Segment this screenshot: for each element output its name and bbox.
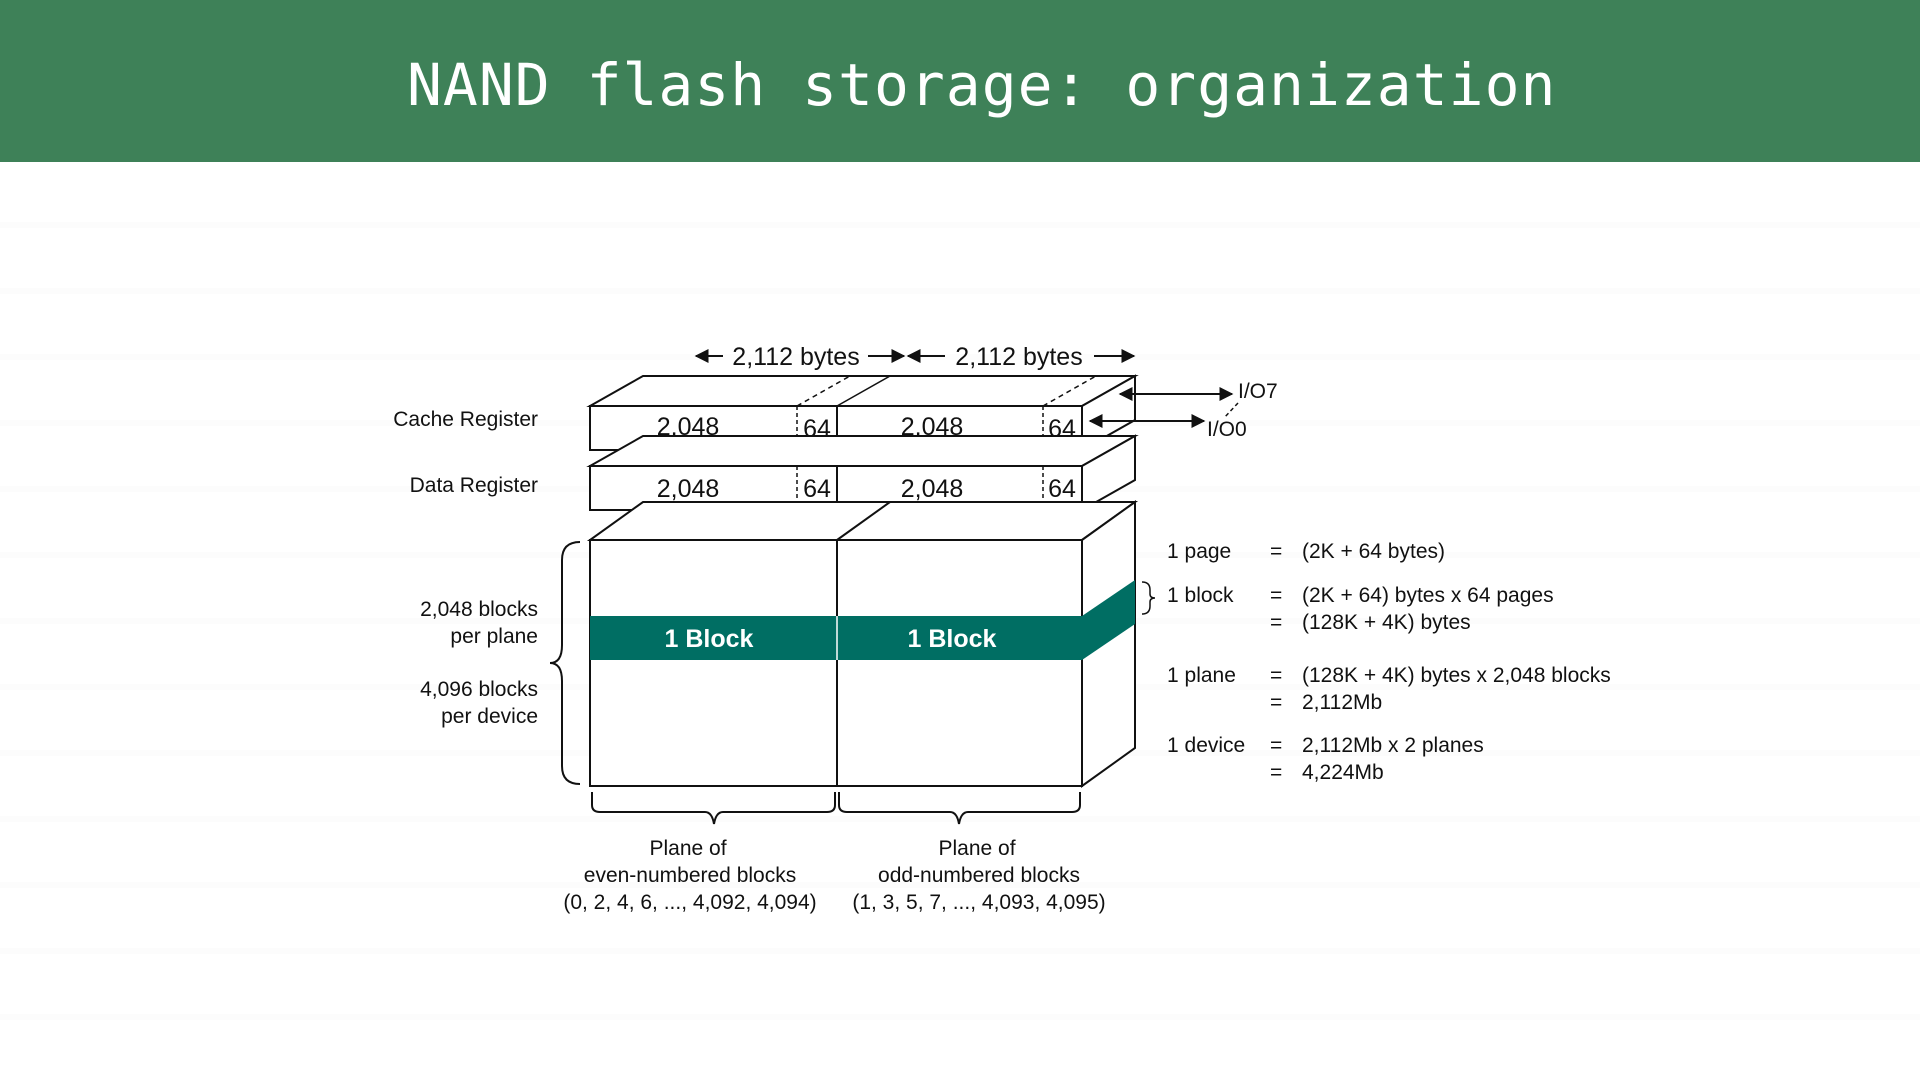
blocks-per-device-line: per device [441,705,538,728]
definition-value: 2,112Mb x 2 planes [1302,734,1484,757]
width-label-right: 2,112 bytes [955,343,1082,371]
odd-plane-line: (1, 3, 5, 7, ..., 4,093, 4,095) [852,891,1105,914]
equals-sign: = [1270,691,1282,714]
blocks-per-device-line: 4,096 blocks [420,678,538,701]
io7-label: I/O7 [1238,380,1278,403]
plane-brace-left: 2,048 blocks per plane 4,096 blocks per … [420,541,581,785]
definition-term: 1 plane [1167,664,1236,687]
equals-sign: = [1270,734,1282,757]
equals-sign: = [1270,611,1282,634]
io-lines: I/O7 I/O0 [1088,380,1278,441]
page-width-dimension: 2,112 bytes 2,112 bytes [694,343,1136,371]
blocks-per-plane-line: per plane [450,625,538,648]
definition-value: (128K + 4K) bytes x 2,048 blocks [1302,664,1611,687]
block-stripe: 1 Block 1 Block [590,580,1135,660]
definition-term: 1 device [1167,734,1245,757]
definition-term: 1 page [1167,540,1231,563]
equals-sign: = [1270,540,1282,563]
block-label-right: 1 Block [908,625,997,653]
plane-braces-bottom: Plane of even-numbered blocks (0, 2, 4, … [563,792,1106,914]
plane-array: 1 Block 1 Block [586,500,1139,788]
data-register-label: Data Register [410,474,538,497]
width-label-left: 2,112 bytes [732,343,859,371]
blocks-per-plane-line: 2,048 blocks [420,598,538,621]
odd-plane-line: odd-numbered blocks [878,864,1080,887]
block-label-left: 1 Block [665,625,754,653]
size-definitions: 1 page = (2K + 64 bytes) 1 block = (2K +… [1167,540,1611,784]
data-cell: 64 [1048,475,1076,503]
block-brace [1141,581,1156,615]
io0-label: I/O0 [1207,418,1247,441]
block-bar [590,616,1082,660]
block-bar-side [1082,580,1135,660]
definition-value: 2,112Mb [1302,691,1382,714]
equals-sign: = [1270,584,1282,607]
cache-register-label: Cache Register [393,408,538,431]
definition-value: (2K + 64 bytes) [1302,540,1445,563]
odd-plane-line: Plane of [938,837,1015,860]
even-plane-line: even-numbered blocks [584,864,796,887]
data-cell: 2,048 [657,475,720,503]
equals-sign: = [1270,664,1282,687]
definition-value: 4,224Mb [1302,761,1384,784]
definition-value: (128K + 4K) bytes [1302,611,1471,634]
slide-title: NAND flash storage: organization [407,51,1557,119]
data-cell: 2,048 [901,475,964,503]
data-cell: 64 [803,475,831,503]
definition-value: (2K + 64) bytes x 64 pages [1302,584,1554,607]
definition-term: 1 block [1167,584,1234,607]
data-register: Data Register 2,048 64 2,048 64 [410,434,1139,512]
title-bar: NAND flash storage: organization [0,0,1920,162]
even-plane-line: (0, 2, 4, 6, ..., 4,092, 4,094) [563,891,816,914]
even-plane-line: Plane of [649,837,726,860]
equals-sign: = [1270,761,1282,784]
